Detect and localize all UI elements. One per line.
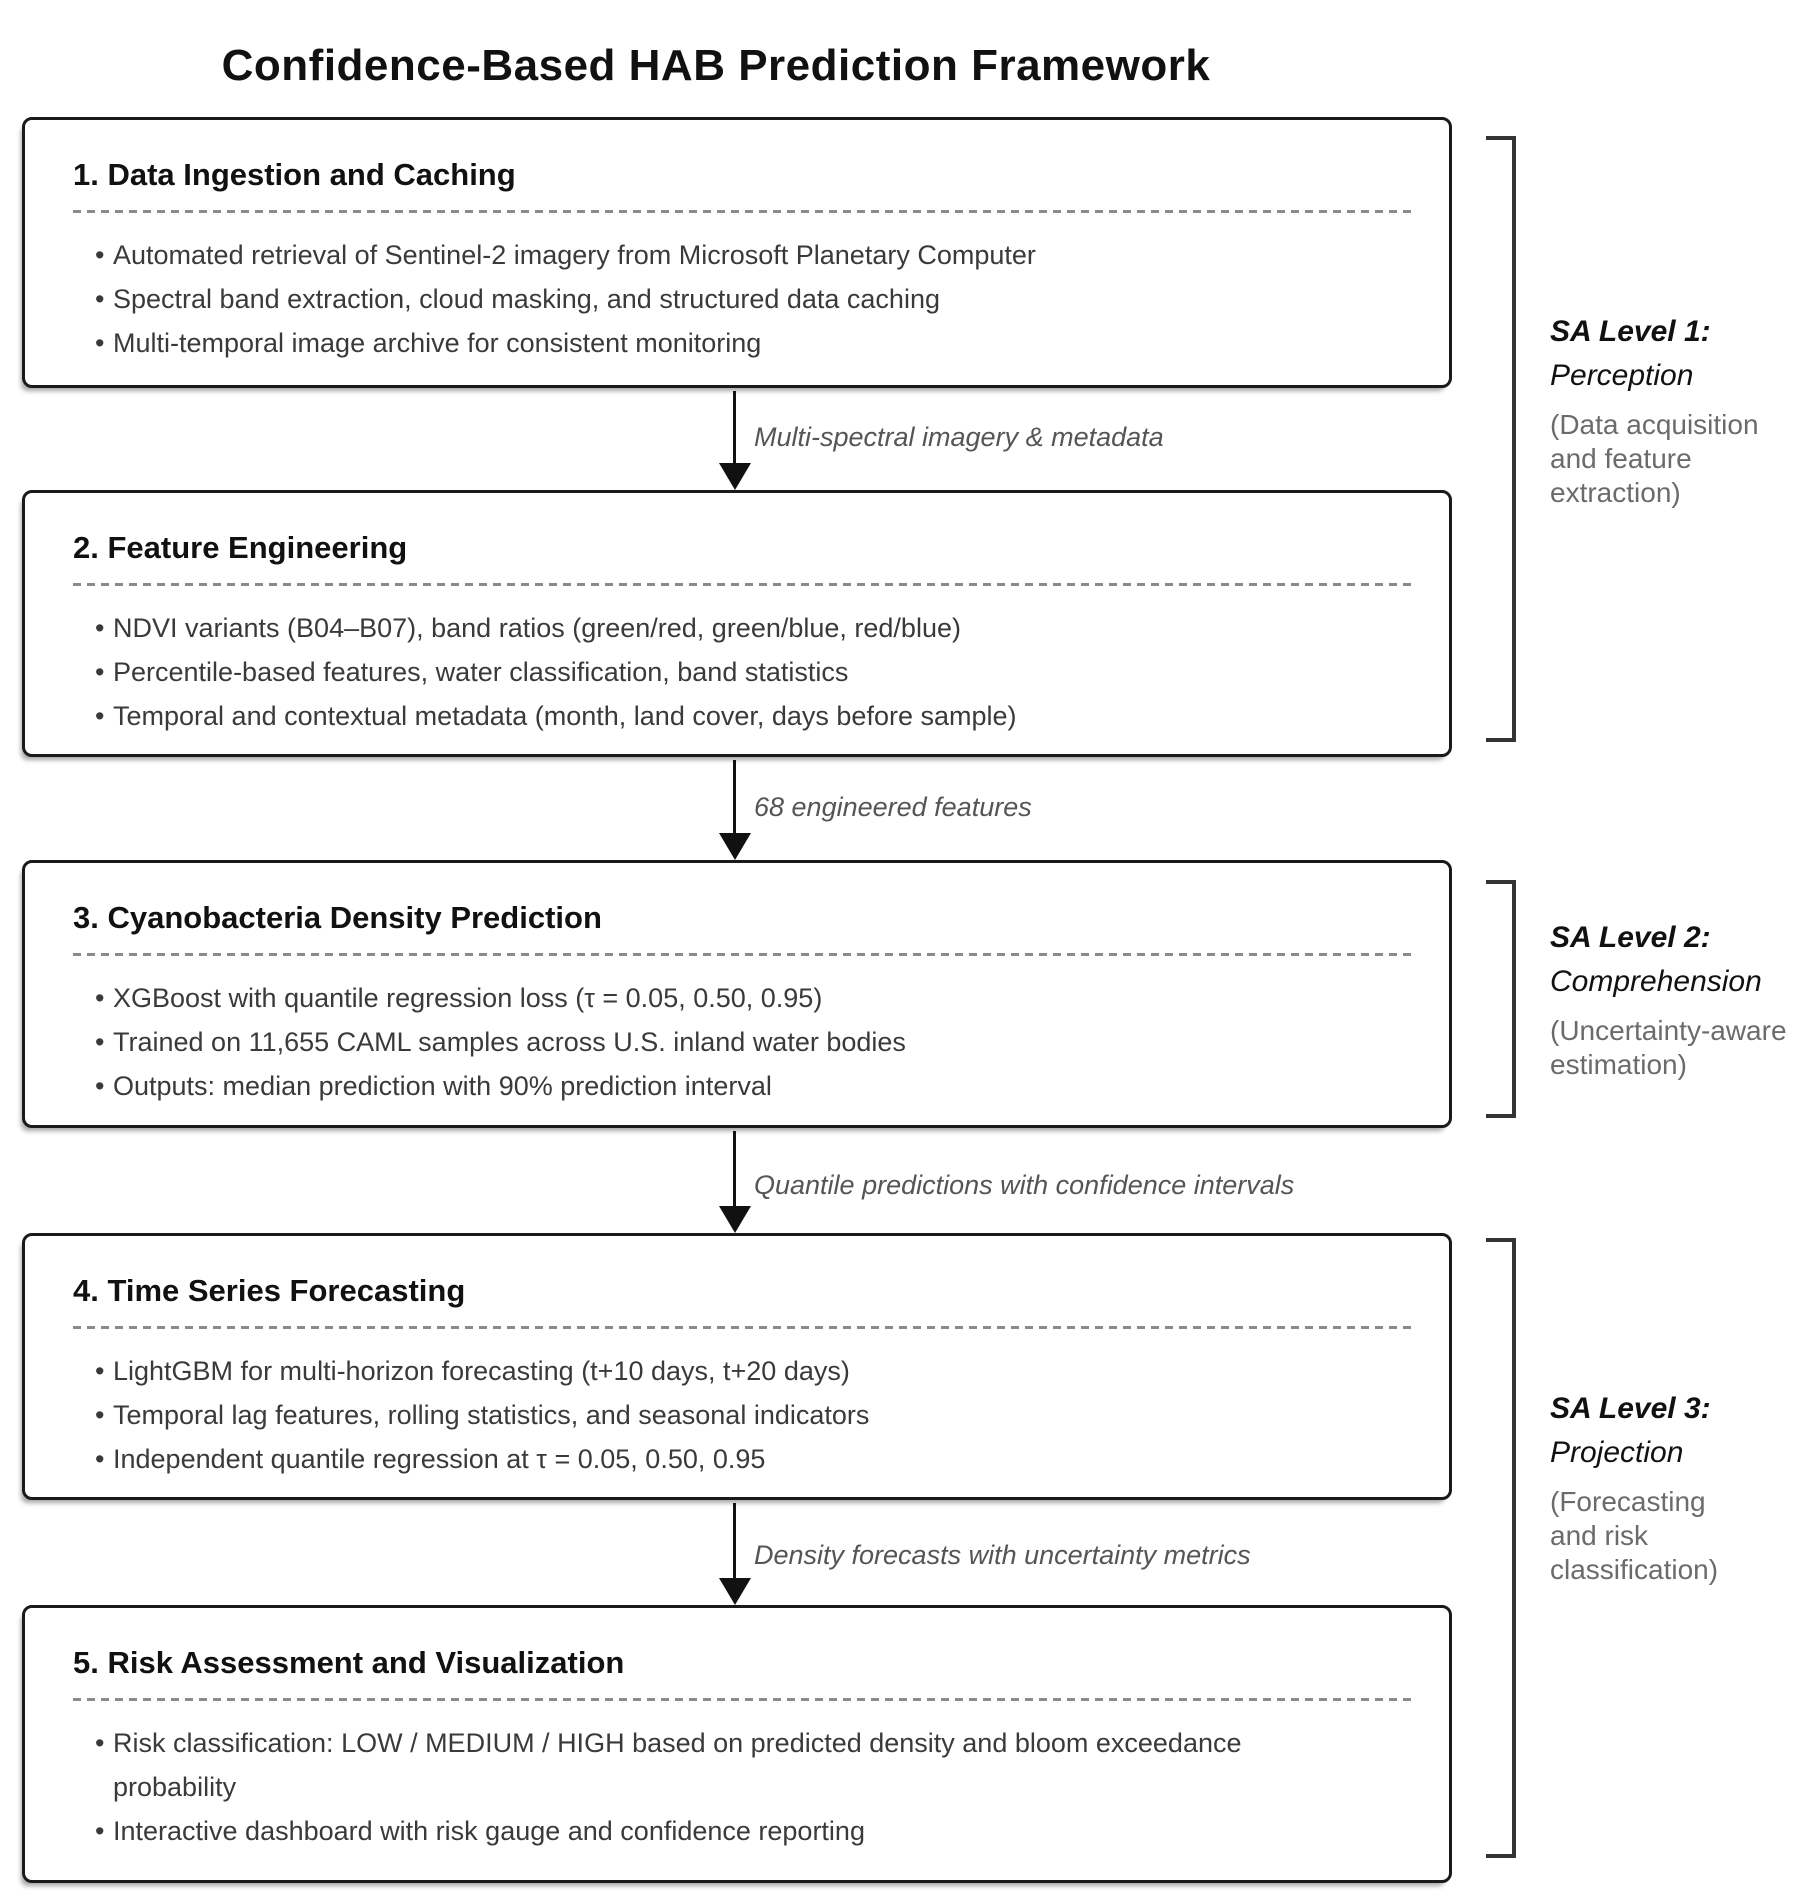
sa-level-name: Perception [1550, 359, 1694, 392]
bullet-text: Percentile-based features, water classif… [113, 657, 849, 687]
sa-level-3-annotation: SA Level 3: Projection (Forecasting and … [1550, 1387, 1814, 1587]
sa-level-description-line: (Data acquisition [1550, 409, 1759, 440]
stage-heading: 5. Risk Assessment and Visualization [73, 1645, 625, 1680]
sa-level-label: SA Level 1: [1550, 315, 1711, 348]
stage-bullet-list: • XGBoost with quantile regression loss (… [25, 976, 1449, 1108]
bullet-icon: • [95, 983, 105, 1013]
bullet-icon: • [95, 240, 105, 270]
sa-level-description-line: classification) [1550, 1554, 1719, 1585]
stage-box-risk-assessment: 5. Risk Assessment and Visualization • Ri… [22, 1605, 1452, 1883]
bullet-text: Temporal and contextual metadata (month,… [113, 701, 1017, 731]
list-item: • Temporal lag features, rolling statisti… [25, 1393, 1253, 1437]
stage-heading: 4. Time Series Forecasting [73, 1273, 466, 1308]
sa-level-1-bracket [1486, 136, 1516, 742]
sa-level-description-line: (Uncertainty-aware [1550, 1015, 1787, 1046]
bullet-text: Independent quantile regression at τ = 0… [113, 1444, 766, 1474]
bullet-text: Temporal lag features, rolling statistic… [113, 1400, 870, 1430]
bullet-icon: • [95, 284, 105, 314]
bullet-text: NDVI variants (B04–B07), band ratios (gr… [113, 613, 961, 643]
flow-connector-line [733, 1503, 736, 1582]
sa-level-description-line: and feature [1550, 443, 1692, 474]
bullet-icon: • [95, 1444, 105, 1474]
bullet-icon: • [95, 1071, 105, 1101]
list-item: • Independent quantile regression at τ = … [25, 1437, 1253, 1481]
flow-connector-line [733, 391, 736, 467]
sa-level-description-line: (Forecasting [1550, 1486, 1706, 1517]
bullet-text: Multi-temporal image archive for consist… [113, 328, 762, 358]
sa-level-description-line: extraction) [1550, 477, 1681, 508]
stage-box-data-ingestion: 1. Data Ingestion and Caching • Automated… [22, 117, 1452, 388]
dashed-separator [73, 1326, 1415, 1329]
bullet-text: XGBoost with quantile regression loss (τ… [113, 983, 823, 1013]
sa-level-2-annotation: SA Level 2: Comprehension (Uncertainty-a… [1550, 916, 1814, 1082]
list-item: • Percentile-based features, water classi… [25, 650, 1253, 694]
list-item: • LightGBM for multi-horizon forecasting … [25, 1349, 1253, 1393]
bullet-icon: • [95, 1728, 105, 1758]
stage-bullet-list: • Risk classification: LOW / MEDIUM / HIG… [25, 1721, 1449, 1853]
dashed-separator [73, 210, 1415, 213]
list-item: • Temporal and contextual metadata (month… [25, 694, 1253, 738]
sa-level-description: (Uncertainty-aware estimation) [1550, 1014, 1814, 1082]
stage-box-time-series-forecasting: 4. Time Series Forecasting • LightGBM for… [22, 1233, 1452, 1500]
flow-label: Quantile predictions with confidence int… [754, 1170, 1295, 1200]
bullet-text: Interactive dashboard with risk gauge an… [113, 1816, 865, 1846]
bullet-text: Spectral band extraction, cloud masking,… [113, 284, 940, 314]
bullet-text: Outputs: median prediction with 90% pred… [113, 1071, 772, 1101]
list-item: • Interactive dashboard with risk gauge a… [25, 1809, 1253, 1853]
arrow-down-icon [719, 1206, 751, 1233]
bullet-icon: • [95, 1816, 105, 1846]
stage-bullet-list: • Automated retrieval of Sentinel-2 image… [25, 233, 1449, 365]
list-item: • Risk classification: LOW / MEDIUM / HIG… [25, 1721, 1253, 1809]
diagram-title: Confidence-Based HAB Prediction Framewor… [221, 41, 1211, 91]
list-item: • Spectral band extraction, cloud masking… [25, 277, 1253, 321]
bullet-icon: • [95, 328, 105, 358]
stage-heading: 3. Cyanobacteria Density Prediction [73, 900, 602, 935]
sa-level-description: (Data acquisition and feature extraction… [1550, 408, 1814, 510]
dashed-separator [73, 583, 1415, 586]
sa-level-2-bracket [1486, 880, 1516, 1118]
stage-bullet-list: • NDVI variants (B04–B07), band ratios (g… [25, 606, 1449, 738]
sa-level-description-line: and risk [1550, 1520, 1649, 1551]
list-item: • Multi-temporal image archive for consis… [25, 321, 1253, 365]
stage-heading: 1. Data Ingestion and Caching [73, 157, 516, 192]
flow-label: 68 engineered features [754, 792, 1032, 822]
bullet-icon: • [95, 1356, 105, 1386]
sa-level-name: Projection [1550, 1436, 1684, 1469]
sa-level-description: (Forecasting and risk classification) [1550, 1485, 1814, 1587]
arrow-down-icon [719, 1578, 751, 1605]
arrow-down-icon [719, 463, 751, 490]
bullet-icon: • [95, 1027, 105, 1057]
bullet-icon: • [95, 1400, 105, 1430]
flow-connector-line [733, 760, 736, 836]
flow-label: Density forecasts with uncertainty metri… [754, 1540, 1251, 1570]
bullet-icon: • [95, 613, 105, 643]
list-item: • Automated retrieval of Sentinel-2 image… [25, 233, 1253, 277]
sa-level-3-bracket [1486, 1238, 1516, 1858]
list-item: • NDVI variants (B04–B07), band ratios (g… [25, 606, 1253, 650]
bullet-text: Risk classification: LOW / MEDIUM / HIGH… [113, 1728, 1242, 1802]
list-item: • Trained on 11,655 CAML samples across U… [25, 1020, 1253, 1064]
sa-level-label: SA Level 3: [1550, 1392, 1711, 1425]
flow-connector-line [733, 1131, 736, 1210]
sa-level-label: SA Level 2: [1550, 921, 1711, 954]
stage-box-density-prediction: 3. Cyanobacteria Density Prediction • XGB… [22, 860, 1452, 1128]
stage-heading: 2. Feature Engineering [73, 530, 408, 565]
bullet-text: Automated retrieval of Sentinel-2 imager… [113, 240, 1036, 270]
dashed-separator [73, 1698, 1415, 1701]
flow-label: Multi-spectral imagery & metadata [754, 422, 1164, 452]
arrow-down-icon [719, 833, 751, 860]
stage-bullet-list: • LightGBM for multi-horizon forecasting … [25, 1349, 1449, 1481]
sa-level-1-annotation: SA Level 1: Perception (Data acquisition… [1550, 310, 1814, 510]
bullet-icon: • [95, 701, 105, 731]
dashed-separator [73, 953, 1415, 956]
list-item: • XGBoost with quantile regression loss (… [25, 976, 1253, 1020]
bullet-text: LightGBM for multi-horizon forecasting (… [113, 1356, 850, 1386]
sa-level-name: Comprehension [1550, 965, 1762, 998]
list-item: • Outputs: median prediction with 90% pre… [25, 1064, 1253, 1108]
bullet-text: Trained on 11,655 CAML samples across U.… [113, 1027, 906, 1057]
stage-box-feature-engineering: 2. Feature Engineering • NDVI variants (B… [22, 490, 1452, 757]
sa-level-description-line: estimation) [1550, 1049, 1687, 1080]
bullet-icon: • [95, 657, 105, 687]
